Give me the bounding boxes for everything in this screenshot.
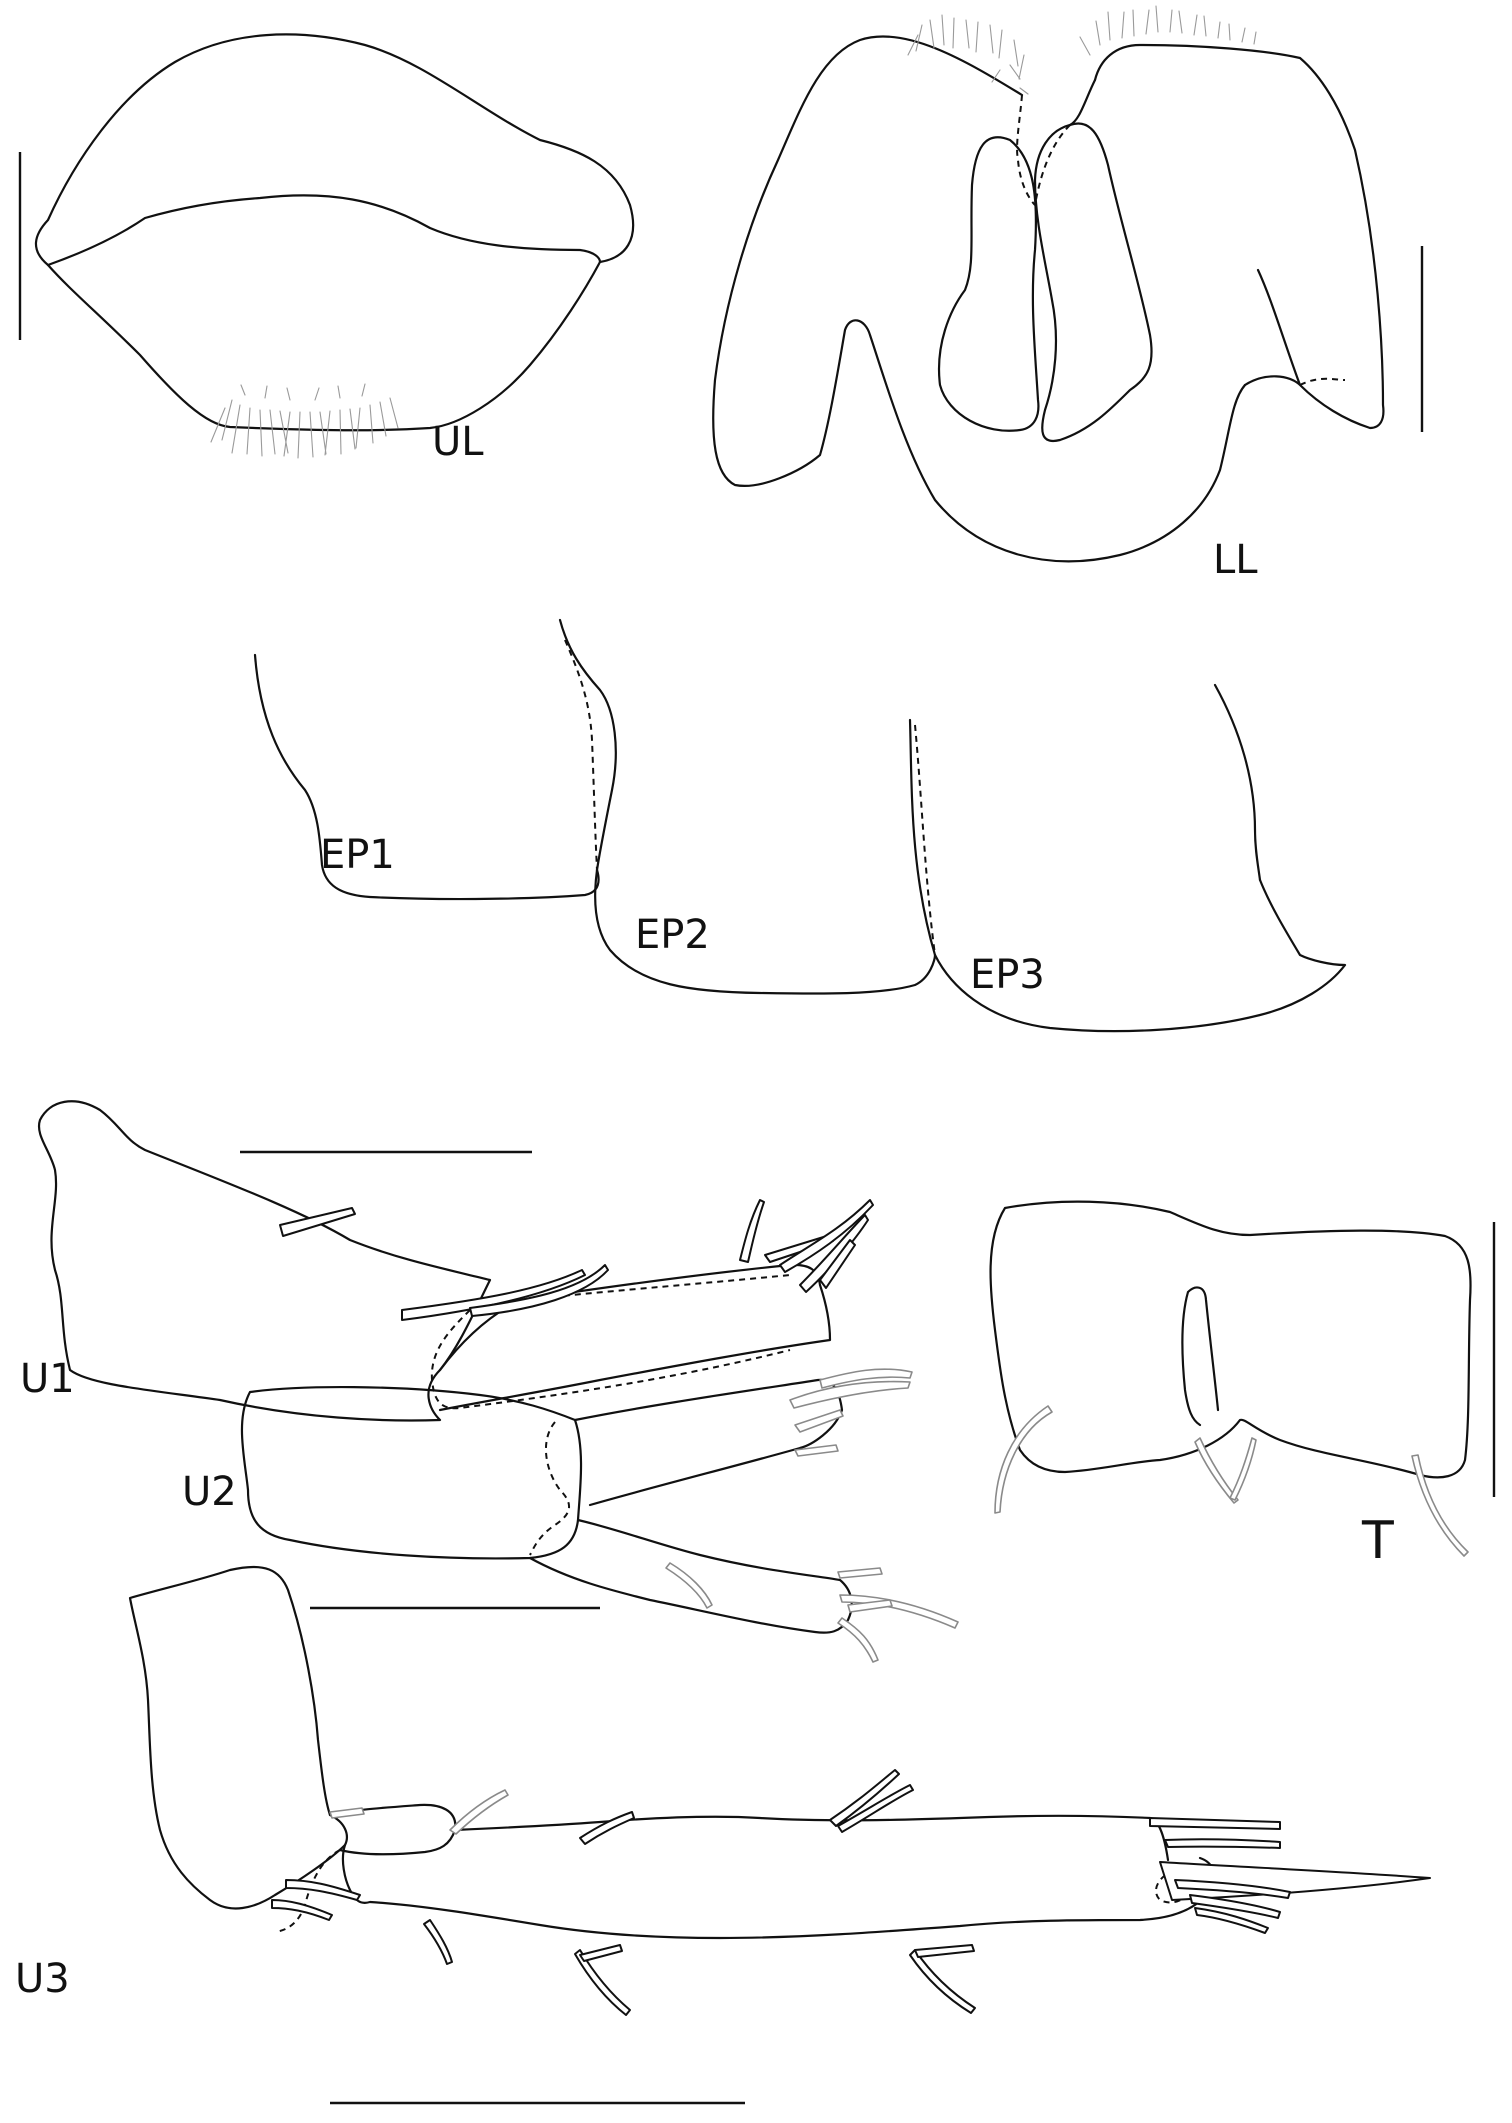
label-ep1: EP1	[320, 832, 395, 878]
ll-setae-fringe-left	[907, 14, 1029, 95]
t-setae	[994, 1405, 1469, 1557]
u2-peduncle	[240, 1385, 583, 1560]
panel-u3: U3	[15, 1565, 1431, 2105]
u1-peduncle	[37, 1100, 492, 1422]
u1-ramus-inner	[430, 1274, 791, 1410]
ep2-outline	[594, 868, 937, 995]
ll-lobe-tip	[1068, 78, 1097, 127]
label-t: T	[1361, 1511, 1394, 1571]
panel-u2: U2	[182, 1368, 959, 1663]
t-cleft	[1181, 1286, 1220, 1427]
ul-inner-fold	[46, 194, 602, 267]
ll-midline	[1016, 94, 1346, 386]
label-ll: LL	[1213, 537, 1258, 583]
u1-ramus-upper	[438, 1263, 832, 1412]
u2-ramus-upper	[573, 1378, 844, 1507]
ep1-overlap	[564, 639, 598, 871]
ll-outer-lobe-left	[712, 35, 1247, 563]
label-u1: U1	[20, 1356, 75, 1402]
label-ul: UL	[432, 419, 484, 465]
panel-u1: U1	[20, 1100, 874, 1422]
panel-ll: LL	[712, 5, 1424, 583]
u2-ramus-lower	[528, 1518, 853, 1634]
label-ep2: EP2	[635, 912, 710, 958]
u1-spines	[279, 1199, 874, 1321]
ep2-overlap	[914, 724, 936, 956]
t-outline	[989, 1200, 1472, 1479]
u2-peduncle-joint	[529, 1421, 570, 1556]
panel-t: T	[989, 1200, 1496, 1571]
label-u3: U3	[15, 1956, 70, 2002]
panel-epimera: EP1 EP2 EP3	[253, 618, 1347, 1033]
ul-setae-fringe	[210, 383, 399, 459]
u3-ramus-lower	[341, 1843, 1216, 1940]
u2-spines	[665, 1368, 959, 1663]
ul-outline	[34, 33, 635, 432]
ll-inner-lobe-left	[938, 136, 1040, 432]
u3-peduncle	[128, 1565, 348, 1910]
ll-outer-lobe-right	[1093, 43, 1385, 430]
u3-spines	[271, 1769, 1431, 2016]
label-ep3: EP3	[970, 952, 1045, 998]
ll-setae-fringe-right	[1079, 5, 1257, 56]
ep3-posterior-margin	[1213, 683, 1262, 882]
ep3-outline	[933, 878, 1347, 1033]
panel-ul: UL	[18, 33, 635, 465]
label-u2: U2	[182, 1469, 237, 1515]
ep2-posterior-margin	[908, 718, 937, 957]
u3-ramus-upper	[453, 1814, 1170, 1862]
ep1-posterior-margin	[558, 618, 617, 872]
ll-inner-lobe-right	[1033, 122, 1153, 443]
ep1-outline	[253, 653, 600, 901]
